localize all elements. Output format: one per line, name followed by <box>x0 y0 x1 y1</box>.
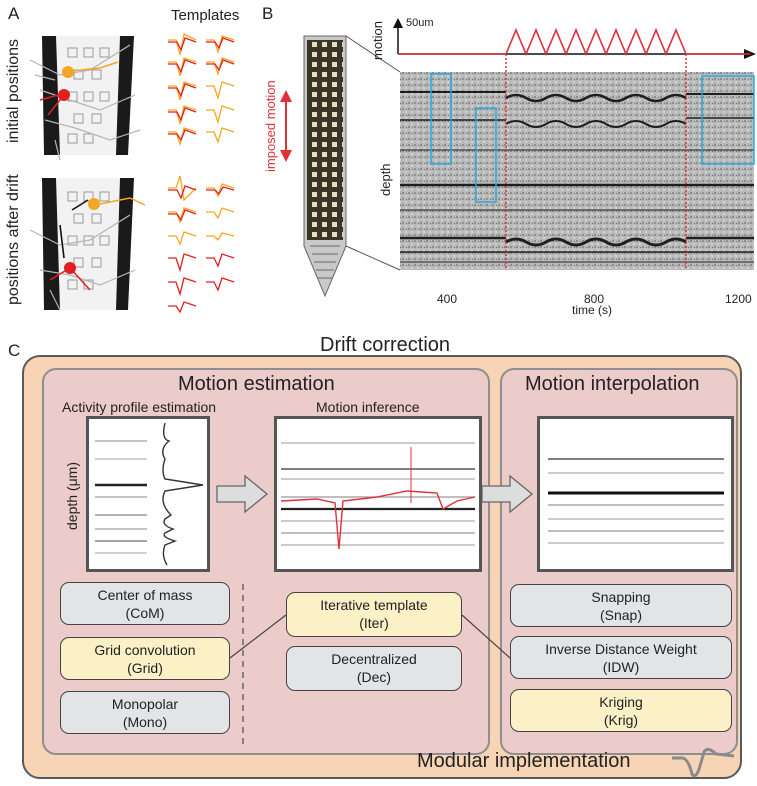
motion-interpolation-title: Motion interpolation <box>525 373 700 395</box>
imposed-motion-arrow <box>280 90 292 162</box>
motion-axis <box>393 18 756 59</box>
probe-after-drift <box>29 178 146 311</box>
drift-raster <box>400 54 755 270</box>
panel-c-letter: C <box>8 341 21 360</box>
method-snapping: Snapping (Snap) <box>510 584 732 627</box>
method-center-of-mass: Center of mass (CoM) <box>60 582 230 625</box>
probe-initial <box>29 36 141 161</box>
method-decentralized: Decentralized (Dec) <box>286 646 462 691</box>
motion-interpolation-image <box>537 416 734 572</box>
panel-a-letter: A <box>8 4 20 23</box>
method-inverse-distance-weight: Inverse Distance Weight (IDW) <box>510 636 732 679</box>
spike-waveform-icon <box>672 747 735 778</box>
motion-estimation-title: Motion estimation <box>178 373 335 395</box>
modular-implementation-label: Modular implementation <box>417 750 631 772</box>
templates-initial <box>168 33 235 147</box>
panel-b-letter: B <box>262 4 274 23</box>
method-kriging: Kriging (Krig) <box>510 689 732 732</box>
time-axis-label: time (s) <box>572 303 612 317</box>
motion-inference-image <box>274 416 482 572</box>
motion-inference-title: Motion inference <box>316 399 420 415</box>
panel-b-figure <box>280 18 756 298</box>
templates-after-drift <box>168 175 235 314</box>
probe-shank <box>303 35 347 298</box>
scale-bar-label: 50um <box>406 17 434 29</box>
x-tick-400: 400 <box>437 292 458 306</box>
drift-correction-title: Drift correction <box>320 334 451 356</box>
method-grid-convolution: Grid convolution (Grid) <box>60 637 230 680</box>
arrow-to-inference <box>216 474 269 514</box>
arrow-to-interpolation <box>481 474 534 514</box>
x-tick-1200: 1200 <box>725 292 752 306</box>
activity-profile-curve <box>162 422 204 566</box>
panel-a-figure <box>29 33 235 314</box>
x-tick-800: 800 <box>584 292 605 306</box>
activity-profile-image <box>86 416 210 572</box>
activity-profile-title: Activity profile estimation <box>62 399 217 415</box>
method-iterative-template: Iterative template (Iter) <box>286 592 462 637</box>
activity-raster <box>93 427 151 565</box>
motion-trace <box>398 27 750 57</box>
method-monopolar: Monopolar (Mono) <box>60 691 230 734</box>
inferred-motion-trace <box>280 490 476 550</box>
templates-title: Templates <box>171 7 240 24</box>
